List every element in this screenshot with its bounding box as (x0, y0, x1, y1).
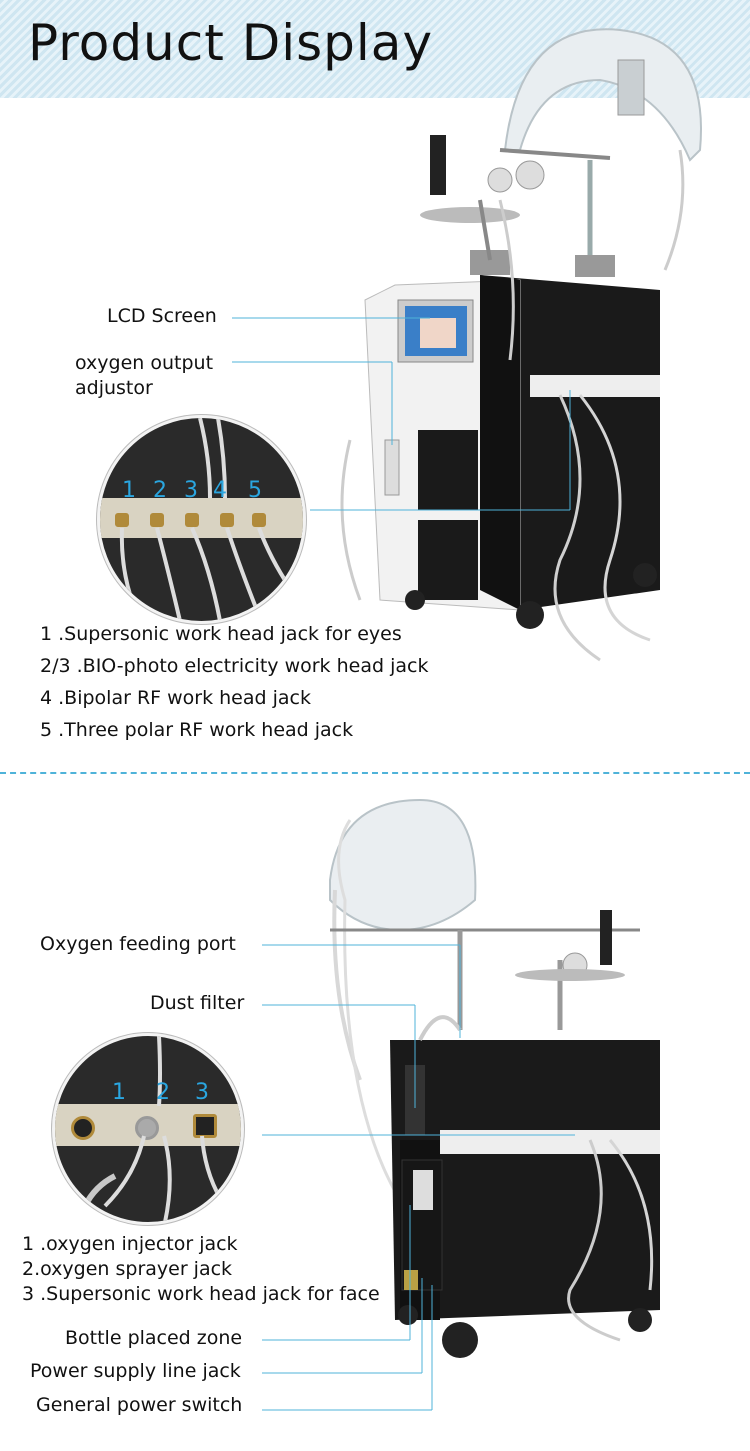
list-item: 5 .Three polar RF work head jack (40, 719, 354, 741)
list-item: 3 .Supersonic work head jack for face (22, 1283, 380, 1305)
lcd-screen-label: LCD Screen (107, 305, 217, 327)
closeup-number-1: 1 (122, 478, 136, 503)
list-item: 2/3 .BIO-photo electricity work head jac… (40, 655, 429, 677)
section-divider (0, 772, 750, 774)
bottle-placed-zone-label: Bottle placed zone (65, 1327, 243, 1349)
closeup-number-2: 2 (156, 1080, 170, 1105)
closeup-number-5: 5 (248, 478, 262, 503)
header-banner: Product Display (0, 0, 750, 98)
jack-closeup-circle-2: 1 2 3 (52, 1033, 244, 1225)
jack-closeup-circle-1: 1 2 3 4 5 (97, 415, 306, 624)
power-supply-line-jack-label: Power supply line jack (30, 1360, 241, 1382)
page-title: Product Display (28, 14, 434, 72)
closeup-number-4: 4 (213, 478, 227, 503)
jack-panel-strip (100, 498, 303, 538)
dust-filter-label: Dust filter (150, 992, 245, 1014)
closeup-number-3: 3 (184, 478, 198, 503)
list-item: 2.oxygen sprayer jack (22, 1258, 233, 1280)
closeup-number-2: 2 (153, 478, 167, 503)
closeup-number-1: 1 (112, 1080, 126, 1105)
oxygen-feeding-port-label: Oxygen feeding port (40, 933, 236, 955)
general-power-switch-label: General power switch (36, 1394, 243, 1416)
jack-list-2: 1 .oxygen injector jack 2.oxygen sprayer… (22, 1232, 380, 1307)
list-item: 4 .Bipolar RF work head jack (40, 687, 311, 709)
oxygen-output-label-line1: oxygen output (75, 352, 214, 374)
closeup-number-3: 3 (195, 1080, 209, 1105)
jack-list-1: 1 .Supersonic work head jack for eyes 2/… (40, 618, 428, 746)
oxygen-output-label-line2: adjustor (75, 377, 153, 399)
list-item: 1 .oxygen injector jack (22, 1233, 238, 1255)
list-item: 1 .Supersonic work head jack for eyes (40, 623, 402, 645)
